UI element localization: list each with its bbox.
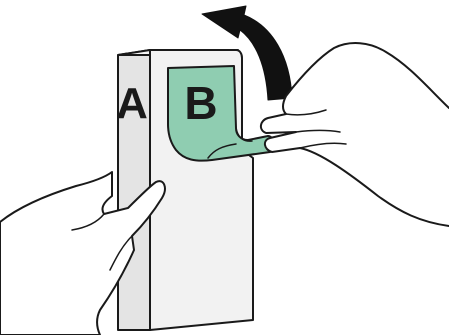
right-hand <box>261 43 449 226</box>
label-a: A <box>116 79 148 128</box>
label-b: B <box>184 77 217 129</box>
right-hand-outline <box>261 43 449 226</box>
